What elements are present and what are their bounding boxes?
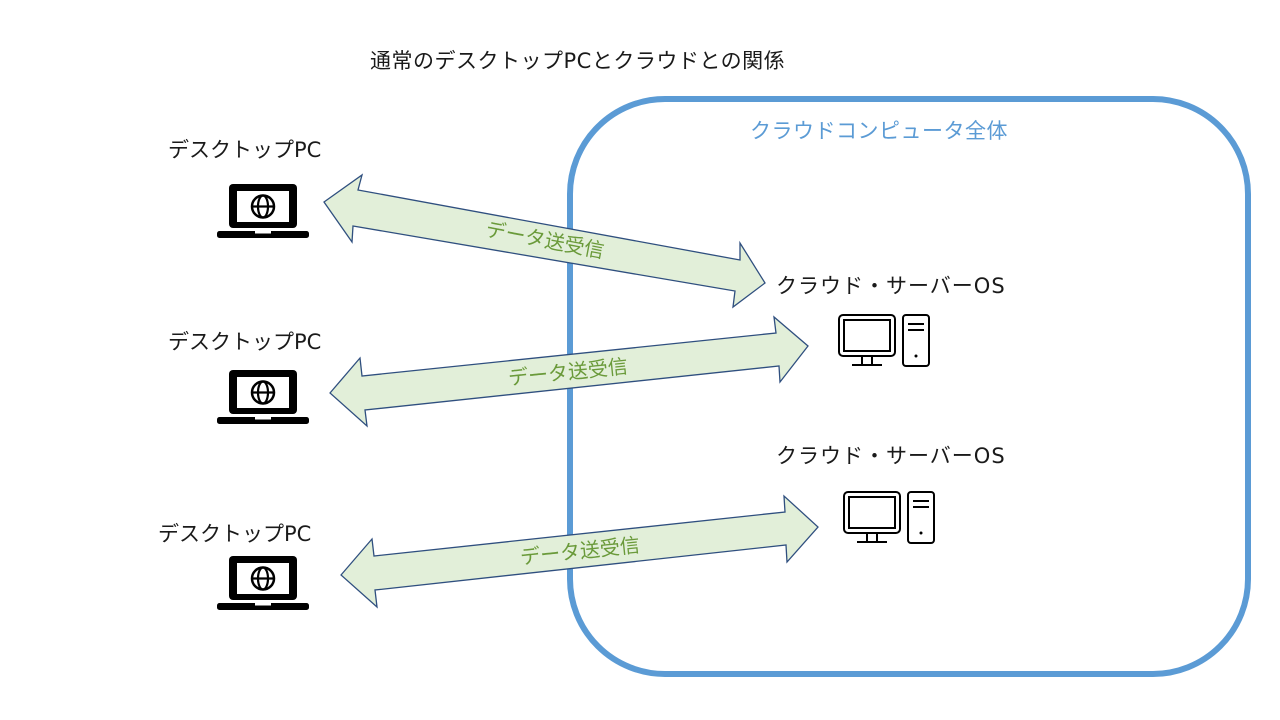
double-arrow-shape <box>323 173 766 309</box>
laptop-globe-icon <box>217 370 309 424</box>
server-label-1: クラウド・サーバーOS <box>776 274 1006 298</box>
connection-arrow-2: データ送受信 <box>329 315 809 428</box>
double-arrow-shape <box>329 315 809 428</box>
desktop-label-1: デスクトップPC <box>168 138 322 162</box>
cloud-region-label: クラウドコンピュータ全体 <box>750 119 1008 143</box>
laptop-globe-icon <box>217 556 309 610</box>
laptop-globe-icon <box>217 184 309 238</box>
connection-arrow-3: データ送受信 <box>340 494 819 609</box>
desktop-label-2: デスクトップPC <box>168 330 322 354</box>
desktop-computer-icon <box>838 314 930 367</box>
desktop-label-3: デスクトップPC <box>158 522 312 546</box>
connection-arrow-1: データ送受信 <box>323 173 766 309</box>
cloud-region-border <box>567 96 1251 677</box>
double-arrow-shape <box>340 494 819 609</box>
diagram-title: 通常のデスクトップPCとクラウドとの関係 <box>370 49 786 73</box>
desktop-computer-icon <box>843 491 935 544</box>
server-label-2: クラウド・サーバーOS <box>776 444 1006 468</box>
